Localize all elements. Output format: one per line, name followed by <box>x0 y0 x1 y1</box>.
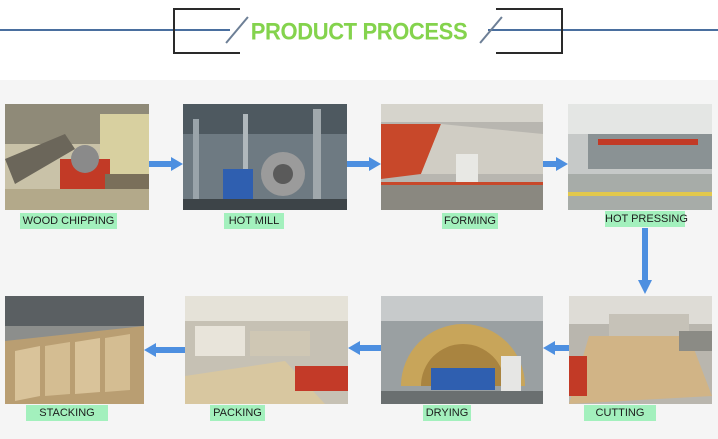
step-label-wood-chipping: WOOD CHIPPING <box>20 213 117 229</box>
step-label-hot-mill: HOT MILL <box>224 213 284 229</box>
header-band <box>0 0 718 80</box>
arrow-left-2 <box>348 341 381 355</box>
arrow-right-2 <box>347 157 381 171</box>
arrow-down <box>638 228 652 294</box>
step-label-packing: PACKING <box>210 405 265 421</box>
step-label-stacking: STACKING <box>26 405 108 421</box>
page-title: PRODUCT PROCESS <box>250 17 468 45</box>
step-label-cutting: CUTTING <box>584 405 656 421</box>
header-left-line <box>0 29 230 31</box>
title-frame <box>173 8 563 54</box>
packing-photo <box>185 296 348 404</box>
arrow-right-1 <box>149 157 183 171</box>
step-label-hot-pressing: HOT PRESSING <box>605 211 688 227</box>
arrow-left-3 <box>543 341 569 355</box>
step-label-drying: DRYING <box>423 405 471 421</box>
step-label-forming: FORMING <box>442 213 498 229</box>
wood-chipping-photo <box>5 104 149 210</box>
forming-photo <box>381 104 543 210</box>
header-right-line <box>488 29 718 31</box>
cutting-photo <box>569 296 712 404</box>
hot-mill-photo <box>183 104 347 210</box>
arrow-right-3 <box>543 157 568 171</box>
stacking-photo <box>5 296 144 404</box>
arrow-left-1 <box>144 343 185 357</box>
hot-pressing-photo <box>568 104 712 210</box>
drying-photo <box>381 296 543 404</box>
